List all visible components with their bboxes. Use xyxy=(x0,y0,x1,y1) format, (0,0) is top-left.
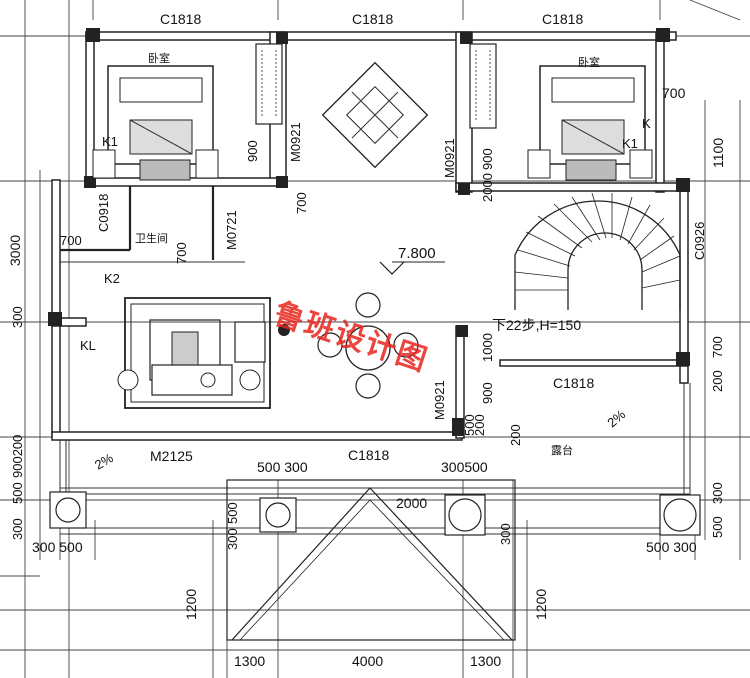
svg-text:700: 700 xyxy=(710,336,725,358)
svg-text:3000: 3000 xyxy=(7,235,23,266)
svg-text:500: 500 xyxy=(710,516,725,538)
round-table xyxy=(278,292,419,399)
svg-text:500 300: 500 300 xyxy=(646,539,697,555)
elevation-marker xyxy=(379,261,445,275)
door-label: M0921 xyxy=(442,138,457,178)
slope-label: 2% xyxy=(92,450,116,473)
svg-text:700: 700 xyxy=(174,242,189,264)
svg-text:300: 300 xyxy=(498,523,513,545)
svg-text:200: 200 xyxy=(508,424,523,446)
svg-text:2000: 2000 xyxy=(396,495,427,511)
svg-text:900: 900 xyxy=(245,140,260,162)
dining-table-top xyxy=(321,61,429,169)
stair-note: 下22步,H=150 xyxy=(492,317,581,333)
window-label: C1818 xyxy=(553,375,594,391)
door-label: K1 xyxy=(102,134,118,149)
roof-below xyxy=(49,479,701,641)
svg-text:2000: 2000 xyxy=(480,173,495,202)
svg-text:700: 700 xyxy=(662,85,686,101)
door-label: M0921 xyxy=(288,122,303,162)
svg-text:1300: 1300 xyxy=(470,653,501,669)
elevation-label: 7.800 xyxy=(398,245,436,262)
room-label-terrace: 露台 xyxy=(551,443,573,457)
living-furniture xyxy=(117,319,266,396)
svg-text:300: 300 xyxy=(225,528,240,550)
svg-text:300: 300 xyxy=(10,518,25,540)
room-label-bedroom-left: 卧室 xyxy=(148,51,170,65)
wardrobes xyxy=(255,43,497,129)
door-label: M0921 xyxy=(432,380,447,420)
door-label: KL xyxy=(80,338,96,353)
svg-text:900200: 900200 xyxy=(10,435,25,478)
spiral-stair xyxy=(514,192,681,310)
svg-text:500: 500 xyxy=(10,482,25,504)
window-label: C1818 xyxy=(348,447,389,463)
dimension-labels: 700 1100 900 900 2000 700 3000 700 700 3… xyxy=(7,85,726,669)
svg-text:500 300: 500 300 xyxy=(257,459,308,475)
svg-text:500: 500 xyxy=(462,414,477,436)
svg-text:1100: 1100 xyxy=(710,138,726,168)
svg-text:500: 500 xyxy=(225,502,240,524)
window-label: C1818 xyxy=(160,11,201,27)
door-label: M2125 xyxy=(150,448,193,464)
svg-text:300500: 300500 xyxy=(441,459,488,475)
svg-text:300: 300 xyxy=(710,482,725,504)
watermark: 鲁班设计图 xyxy=(270,296,433,379)
svg-text:700: 700 xyxy=(60,233,82,248)
door-label: K1 xyxy=(622,136,638,151)
svg-text:1000: 1000 xyxy=(480,333,495,362)
window-label: C1818 xyxy=(352,11,393,27)
svg-text:1200: 1200 xyxy=(183,589,199,620)
svg-text:700: 700 xyxy=(294,192,309,214)
svg-text:200: 200 xyxy=(710,370,725,392)
columns xyxy=(48,28,690,436)
room-label-bedroom-right: 卧室 xyxy=(578,55,600,69)
door-label: K xyxy=(642,116,651,131)
bed-right xyxy=(527,65,653,181)
svg-text:300: 300 xyxy=(10,306,25,328)
svg-text:200: 200 xyxy=(472,414,487,436)
window-label: C0918 xyxy=(96,194,111,232)
svg-text:900: 900 xyxy=(480,148,495,170)
window-label: C1818 xyxy=(542,11,583,27)
svg-text:300 500: 300 500 xyxy=(32,539,83,555)
bed-left xyxy=(92,65,219,181)
slope-label: 2% xyxy=(604,406,628,430)
window-label: C0926 xyxy=(692,222,707,260)
door-label: K2 xyxy=(104,271,120,286)
svg-text:1300: 1300 xyxy=(234,653,265,669)
svg-text:900: 900 xyxy=(480,382,495,404)
room-label-bathroom: 卫生间 xyxy=(135,231,168,245)
svg-text:4000: 4000 xyxy=(352,653,383,669)
door-label: M0721 xyxy=(224,210,239,250)
svg-text:1200: 1200 xyxy=(533,589,549,620)
